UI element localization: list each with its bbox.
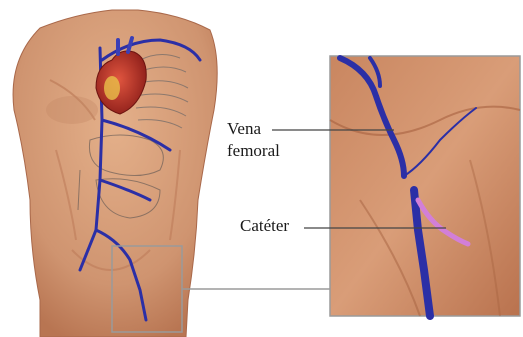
catheter-label: Catéter [240,216,289,236]
magnified-groin-inset [330,56,520,316]
human-torso-illustration [13,10,217,337]
vein-label-line1: Vena [227,119,261,139]
vein-label-line2: femoral [227,141,280,161]
